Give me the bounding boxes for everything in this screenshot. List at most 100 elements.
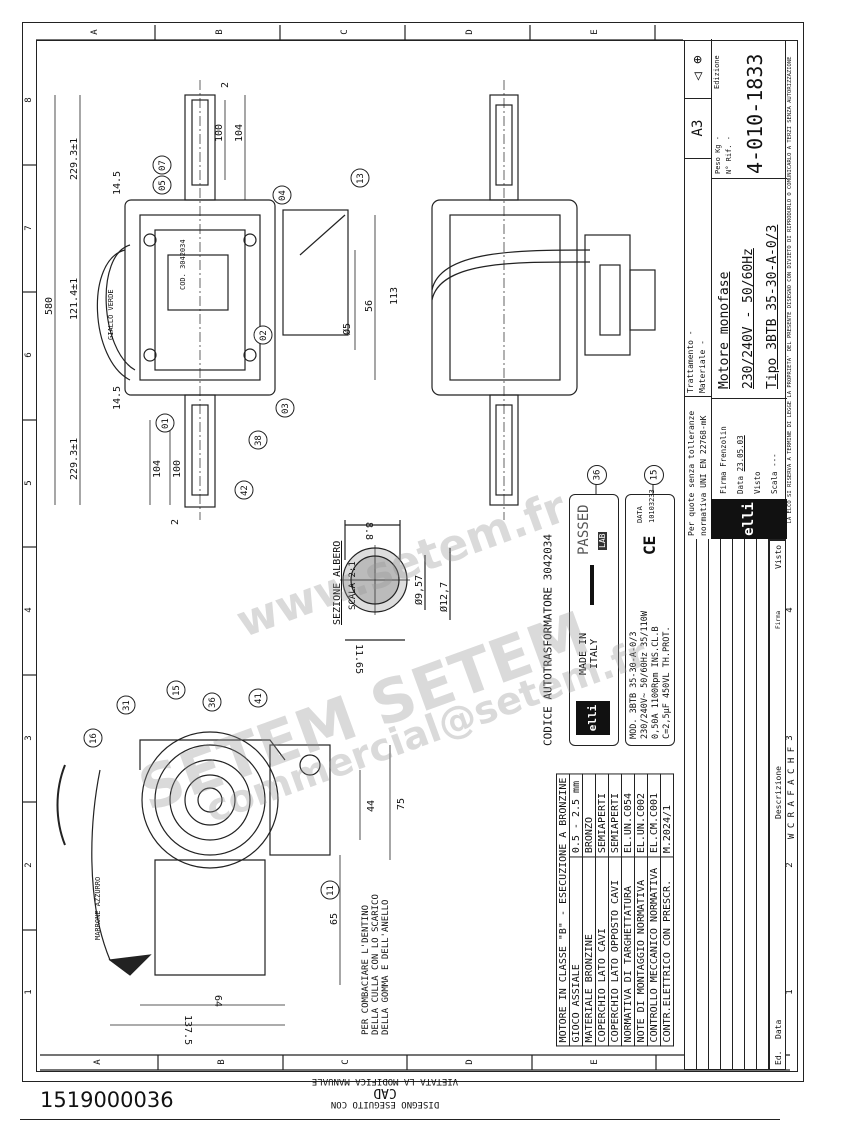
- lab-stamp: LAB: [598, 531, 607, 550]
- dimension-text: 11.65: [353, 644, 364, 674]
- svg-text:41: 41: [254, 693, 264, 704]
- motor-front-view: [431, 80, 656, 520]
- table-row: CONTR.ELETTRICO CON PRESCR.M.2024/1: [660, 774, 674, 1046]
- wire-label: GIALLO VERDE: [107, 289, 115, 340]
- title-block: Per quote senza tolleranze normativa UNI…: [684, 38, 787, 540]
- dimension-text: 100: [172, 460, 183, 478]
- data-label: Data: [736, 475, 745, 494]
- document-number: 1519000036: [40, 1088, 174, 1112]
- scala-label: Scala: [770, 471, 779, 494]
- tolerance-note: normativa UNI EN 22768-mK: [699, 415, 708, 536]
- dimension-text: 65: [329, 913, 340, 925]
- sheet-border: [22, 22, 804, 1082]
- balloon-42: 42: [234, 480, 254, 500]
- dimension-text: Ø12,7: [438, 582, 450, 612]
- wire-leads: [91, 769, 111, 961]
- materiale: Materiale -: [698, 340, 707, 393]
- balloon-07: 07: [152, 155, 172, 175]
- dimension-text: 2: [220, 82, 231, 88]
- dimension-text: 14.5: [112, 171, 123, 195]
- arrow-icon: [590, 565, 594, 605]
- dimension-text: Ø9,57: [413, 575, 425, 605]
- dimension-text: 64: [212, 995, 223, 1007]
- revision-symbols: W C R A F A C H F: [787, 746, 797, 839]
- dimension-text: 229.3±1: [69, 138, 80, 180]
- format: A3: [685, 98, 711, 159]
- dimension-text: 44: [366, 800, 377, 812]
- data-label: DATA: [636, 506, 644, 523]
- svg-text:13: 13: [356, 173, 366, 184]
- dimension-text: 2: [170, 519, 181, 525]
- motor-side-view: [96, 80, 349, 520]
- firma: Frenzolin: [719, 426, 728, 467]
- rating-line: 0,50A 1100Rpm INS.CL.B: [651, 626, 661, 739]
- drawing-rating: 230/240V - 50/60Hz: [741, 248, 756, 389]
- svg-text:31: 31: [122, 700, 132, 711]
- data-code: 10103233: [648, 489, 656, 523]
- visto-label: Visto: [753, 471, 762, 494]
- lamination-code: COD. 3042034: [179, 239, 187, 290]
- drawing-type: Tipo 3BTB 35-30-A-0/3: [765, 224, 780, 389]
- edizione-label: Edizione: [713, 55, 721, 89]
- assembly-note: PER COMBACIARE L'DENTINO: [361, 905, 371, 1035]
- drawing-title: Motore monofase: [717, 271, 732, 389]
- balloon-15b: 15: [166, 680, 186, 700]
- ed-label: Ed.: [774, 1050, 783, 1065]
- svg-text:15: 15: [172, 685, 182, 696]
- scala: ---: [770, 453, 779, 467]
- balloon-38: 38: [248, 430, 268, 450]
- motor-plan-view: [56, 731, 331, 976]
- firma-label: Firma: [719, 471, 728, 494]
- revision-block: Ed. Data Descrizione Firma Visto W C R A…: [684, 539, 797, 1070]
- dimension-text: 75: [396, 798, 407, 810]
- dimension-text: 121.4±1: [69, 278, 80, 320]
- balloon-36: 36: [587, 465, 607, 485]
- balloon-36b: 36: [202, 692, 222, 712]
- shaft-section: [340, 520, 451, 641]
- svg-text:05: 05: [158, 180, 168, 191]
- dimension-text: 8.8: [363, 522, 374, 540]
- rotation-arrow: [56, 764, 66, 846]
- rating-line: C=2,5µF 450VL TH.PROT.: [662, 626, 672, 739]
- capacitor: [282, 209, 349, 336]
- data-label: Data: [774, 1019, 783, 1039]
- balloon-13: 13: [350, 168, 370, 188]
- svg-text:07: 07: [158, 160, 168, 171]
- balloon-11: 11: [320, 880, 340, 900]
- balloon-31: 31: [116, 695, 136, 715]
- balloon-04: 04: [272, 185, 292, 205]
- descrizione-label: Descrizione: [774, 766, 783, 819]
- assembly-note: DELLA GOMMA E DELL'ANELLO: [381, 900, 391, 1035]
- wire-label: MARRONE AZZURRO: [94, 877, 102, 940]
- ce-mark: CE: [640, 535, 659, 555]
- label-15: MOD. 3BTB 35-30-A-0/3 230/240V~ 50/60Hz …: [625, 489, 675, 746]
- balloon-05: 05: [152, 175, 172, 195]
- dimension-text: 113: [389, 287, 400, 305]
- data: 23.05.03: [736, 435, 745, 472]
- assembly-note: DELLA CULLA CON LO SCARICO: [371, 894, 381, 1035]
- capacitor-plan: [154, 859, 266, 976]
- svg-text:03: 03: [281, 403, 291, 414]
- balloon-15: 15: [644, 465, 664, 485]
- dimension-text: 580: [44, 297, 55, 315]
- dimension-text: 100: [214, 124, 225, 142]
- spec-table: MOTORE IN CLASSE "B" - ESECUZIONE A BRON…: [556, 774, 674, 1047]
- dimension-text: 14.5: [112, 386, 123, 410]
- svg-text:16: 16: [89, 733, 99, 744]
- nrif-label: N° Rif. -: [725, 136, 733, 174]
- dimension-text: 137.5: [182, 1015, 193, 1045]
- section-title: SEZIONE ALBERO: [332, 541, 343, 625]
- balloon-03: 03: [275, 398, 295, 418]
- balloon-02: 02: [253, 325, 273, 345]
- trattamento: Trattamento -: [686, 330, 695, 393]
- dimension-text: 229.3±1: [69, 438, 80, 480]
- passed-stamp: PASSED: [576, 504, 592, 555]
- svg-text:04: 04: [278, 190, 288, 201]
- copyright-notice: LA ELCO SI RISERVA A TERMINE DI LEGGE LA…: [787, 56, 793, 524]
- firma-label: Firma: [775, 610, 782, 629]
